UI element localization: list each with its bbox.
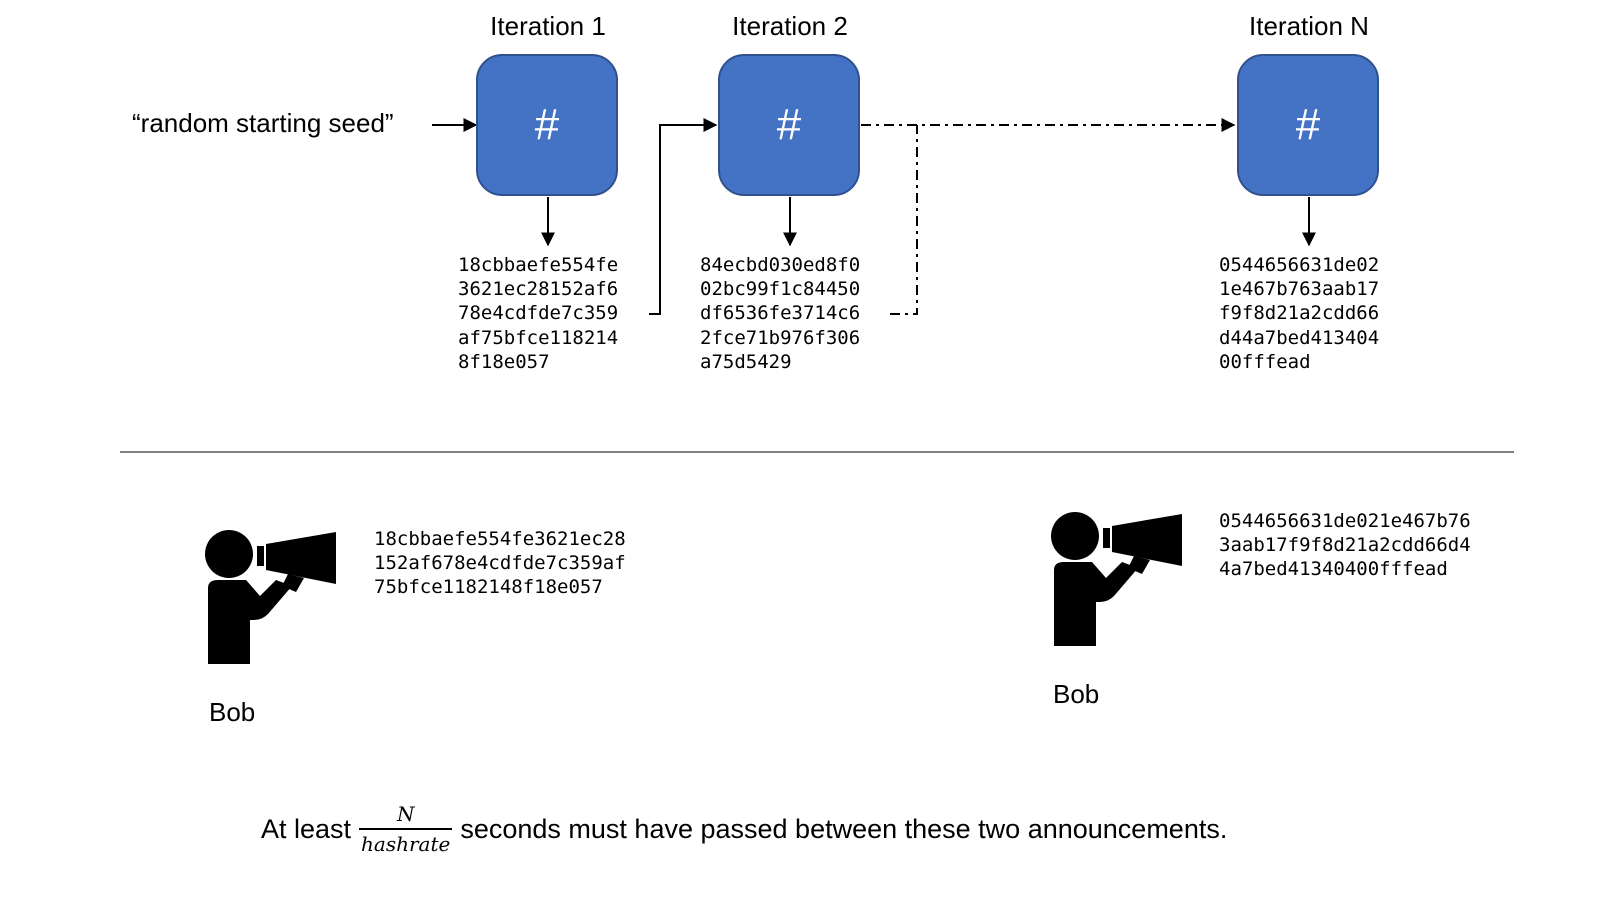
iteration-n-hash-box: # [1237, 54, 1379, 196]
hash-line: af75bfce118214 [458, 326, 619, 349]
hash-line: 00fffead [1219, 350, 1311, 373]
hash-line: 1e467b763aab17 [1219, 278, 1380, 301]
announcer-name-2: Bob [1053, 679, 1100, 709]
seed-label: “random starting seed” [132, 108, 394, 138]
iteration-2-hash-box: # [718, 54, 860, 196]
hash-line: 18cbbaefe554fe3621ec28 [374, 528, 626, 550]
statement-prefix: At least [261, 813, 352, 844]
hash-line: f9f8d21a2cdd66 [1219, 302, 1380, 325]
iteration-1-hash-box: # [476, 54, 618, 196]
announcer-name-1: Bob [209, 697, 256, 727]
iteration-n-title: Iteration N [1249, 11, 1369, 41]
hash-line: a75d5429 [700, 350, 792, 373]
hash-line: 18cbbaefe554fe [458, 254, 619, 276]
hash-line: 2fce71b976f306 [700, 326, 861, 349]
fraction: N hashrate [359, 802, 453, 856]
hash-icon: # [1295, 100, 1321, 149]
hash-line: 78e4cdfde7c359 [458, 302, 619, 325]
person-megaphone-icon [1051, 512, 1182, 646]
time-bound-statement: At least N hashrate seconds must have pa… [261, 802, 1227, 856]
fraction-numerator: N [396, 802, 415, 826]
hash-icon: # [534, 100, 560, 149]
iteration-1-title: Iteration 1 [490, 11, 606, 41]
statement-suffix: seconds must have passed between these t… [460, 813, 1228, 844]
hash-line: 0544656631de02 [1219, 254, 1380, 276]
hash2-onward-dashed [890, 125, 918, 315]
hash-line: df6536fe3714c6 [700, 302, 861, 325]
hash-line: 75bfce1182148f18e057 [374, 576, 603, 599]
person-megaphone-icon [205, 530, 336, 664]
hash-line: 84ecbd030ed8f0 [700, 254, 861, 276]
hash1-to-iter2-arrow [649, 118, 718, 315]
hash-line: 3aab17f9f8d21a2cdd66d4 [1219, 534, 1471, 557]
hash-line: d44a7bed413404 [1219, 326, 1380, 349]
hash-icon: # [776, 100, 802, 149]
iteration-2-title: Iteration 2 [732, 11, 848, 41]
hash-line: 4a7bed41340400fffead [1219, 558, 1448, 581]
hash-line: 0544656631de021e467b76 [1219, 510, 1471, 532]
fraction-denominator: hashrate [359, 828, 453, 856]
hash-line: 3621ec28152af6 [458, 278, 619, 301]
hash-line: 02bc99f1c84450 [700, 278, 861, 301]
hash-line: 152af678e4cdfde7c359af [374, 552, 626, 575]
hash-line: 8f18e057 [458, 350, 550, 373]
